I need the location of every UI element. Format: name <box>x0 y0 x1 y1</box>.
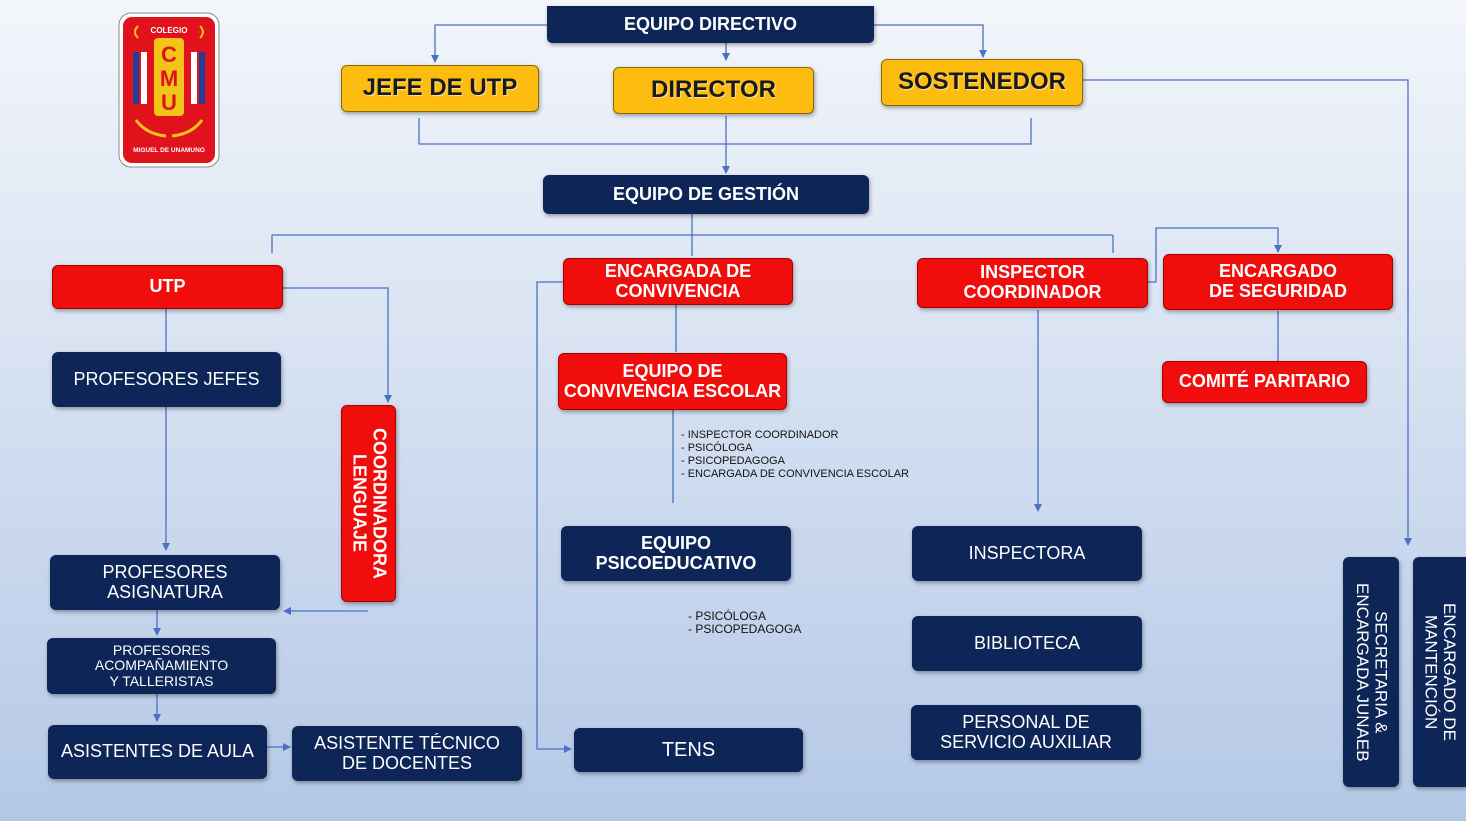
box-profesores-acompanamiento: PROFESORES ACOMPAÑAMIENTO Y TALLERISTAS <box>47 638 276 694</box>
box-encargada-convivencia: ENCARGADA DE CONVIVENCIA <box>563 258 793 305</box>
box-profesores-jefes: PROFESORES JEFES <box>52 352 281 407</box>
list-item: - PSICOPEDAGOGA <box>688 622 802 636</box>
box-inspectora: INSPECTORA <box>912 526 1142 581</box>
box-secretaria-junaeb: SECRETARIA & ENCARGADA JUNAEB <box>1343 557 1399 787</box>
box-utp: UTP <box>52 265 283 309</box>
school-logo: COLEGIO C M U MIGUEL DE UNAMUNO <box>118 12 220 168</box>
box-tens: TENS <box>574 728 803 772</box>
arrow-directivo-sostenedor <box>874 24 987 58</box>
arrow-utp-coordinadora <box>283 287 392 403</box>
box-inspector-coordinador: INSPECTOR COORDINADOR <box>917 258 1148 308</box>
list-item: - PSICÓLOGA <box>688 609 767 623</box>
list-item: - INSPECTOR COORDINADOR <box>681 429 839 441</box>
arrow-directivo-jefe-utp <box>431 24 547 63</box>
logo-letter-u: U <box>161 90 177 115</box>
box-equipo-directivo: EQUIPO DIRECTIVO <box>547 6 874 43</box>
box-personal-servicio: PERSONAL DE SERVICIO AUXILIAR <box>911 705 1141 760</box>
box-equipo-psicoeducativo: EQUIPO PSICOEDUCATIVO <box>561 526 791 581</box>
box-biblioteca: BIBLIOTECA <box>912 616 1142 671</box>
box-sostenedor: SOSTENEDOR <box>881 59 1083 106</box>
logo-top-text: COLEGIO <box>151 26 188 35</box>
box-jefe-utp: JEFE DE UTP <box>341 65 539 112</box>
list-item: - PSICOPEDAGOGA <box>681 455 785 467</box>
list-item: - ENCARGADA DE CONVIVENCIA ESCOLAR <box>681 468 909 480</box>
box-encargado-seguridad: ENCARGADO DE SEGURIDAD <box>1163 254 1393 310</box>
arrow-convivencia-tens <box>536 281 572 753</box>
box-director: DIRECTOR <box>613 67 814 114</box>
box-asistente-tecnico: ASISTENTE TÉCNICO DE DOCENTES <box>292 726 522 781</box>
box-equipo-gestion: EQUIPO DE GESTIÓN <box>543 175 869 214</box>
psicoeducativo-members-list: - PSICÓLOGA - PSICOPEDAGOGA <box>688 610 801 636</box>
box-asistentes-aula: ASISTENTES DE AULA <box>48 725 267 779</box>
box-profesores-asignatura: PROFESORES ASIGNATURA <box>50 555 280 610</box>
gestion-bus <box>271 214 1114 256</box>
convivencia-members-list: - INSPECTOR COORDINADOR - PSICÓLOGA - PS… <box>681 429 909 481</box>
logo-bottom-text: MIGUEL DE UNAMUNO <box>133 147 205 154</box>
box-equipo-convivencia-escolar: EQUIPO DE CONVIVENCIA ESCOLAR <box>558 353 787 410</box>
box-comite-paritario: COMITÉ PARITARIO <box>1162 361 1367 403</box>
logo-letter-m: M <box>160 66 178 91</box>
box-coordinadora-lenguaje: COORDINADORA LENGUAJE <box>341 405 396 602</box>
bracket-top-three <box>418 118 1032 145</box>
logo-letter-c: C <box>161 42 177 67</box>
list-item: - PSICÓLOGA <box>681 442 753 454</box>
arrow-inspector-seguridad <box>1148 227 1282 283</box>
arrow-sostenedor-right <box>1083 79 1412 546</box>
box-encargado-mantencion: ENCARGADO DE MANTENCIÓN <box>1413 557 1466 787</box>
